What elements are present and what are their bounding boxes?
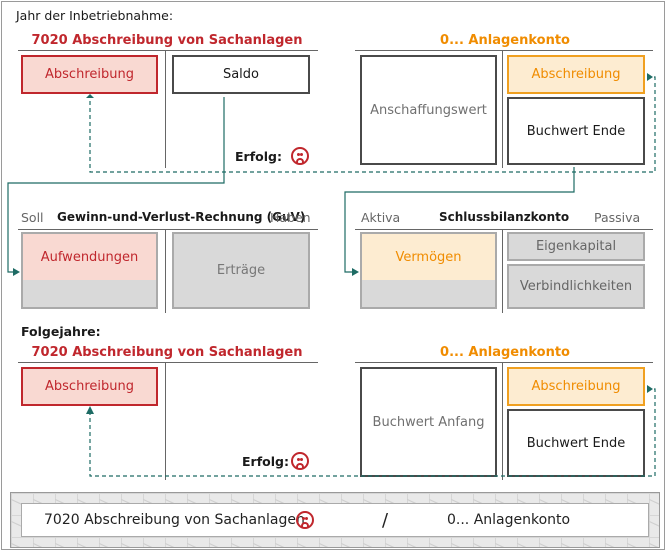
top-left-t-bar bbox=[18, 50, 318, 51]
lower-dashed-connector bbox=[89, 388, 656, 477]
bookvalue-to-sbk-connector bbox=[344, 167, 575, 273]
guv-title: Gewinn-und-Verlust-Rechnung (GuV) bbox=[57, 210, 306, 224]
guv-haben-label: Haben bbox=[270, 210, 311, 225]
lower-dashed-arrowhead-right bbox=[647, 385, 653, 393]
lower-asset-account-title: 0... Anlagenkonto bbox=[440, 345, 570, 360]
sad-face-icon bbox=[296, 511, 314, 529]
booking-credit-account: 0... Anlagenkonto bbox=[447, 512, 571, 528]
booking-debit-account: 7020 Abschreibung von Sachanlagen bbox=[44, 512, 305, 528]
top-asset-depreciation-box: Abschreibung bbox=[507, 55, 645, 94]
guv-t-bar bbox=[18, 229, 318, 230]
sbk-assets-box: Vermögen bbox=[360, 232, 497, 280]
lower-result-label: Erfolg: bbox=[242, 454, 289, 469]
lower-asset-debit-box: Buchwert Anfang bbox=[360, 367, 497, 477]
booking-separator: / bbox=[382, 510, 389, 531]
top-dashed-arrowhead-right bbox=[647, 73, 653, 81]
sbk-t-bar bbox=[355, 229, 653, 230]
guv-t-stem bbox=[165, 229, 166, 313]
top-expense-debit-box: Abschreibung bbox=[21, 55, 158, 94]
top-asset-account-title: 0... Anlagenkonto bbox=[440, 33, 570, 48]
guv-expenses-box: Aufwendungen bbox=[21, 232, 158, 280]
lower-dashed-arrowhead-left bbox=[86, 406, 94, 414]
lower-left-t-stem bbox=[165, 362, 166, 480]
top-expense-saldo-box: Saldo bbox=[172, 55, 310, 94]
top-right-t-bar bbox=[355, 50, 653, 51]
top-right-t-stem bbox=[502, 50, 503, 168]
booking-record-inner: 7020 Abschreibung von Sachanlagen / 0...… bbox=[21, 503, 649, 537]
top-left-t-stem bbox=[165, 50, 166, 168]
top-asset-debit-box: Anschaffungswert bbox=[360, 55, 497, 165]
sbk-aktiva-label: Aktiva bbox=[361, 210, 401, 225]
sbk-liabilities-box: Verbindlichkeiten bbox=[507, 264, 645, 309]
saldo-to-guv-arrowhead bbox=[13, 268, 20, 276]
top-result-label: Erfolg: bbox=[235, 149, 282, 164]
sad-face-icon bbox=[291, 452, 309, 470]
guv-soll-label: Soll bbox=[21, 210, 44, 225]
sbk-passiva-label: Passiva bbox=[594, 210, 641, 225]
lower-asset-book-value-end-box: Buchwert Ende bbox=[507, 409, 645, 477]
lower-asset-depreciation-box: Abschreibung bbox=[507, 367, 645, 406]
top-expense-account-title: 7020 Abschreibung von Sachanlagen bbox=[31, 33, 303, 48]
lower-left-t-bar bbox=[18, 362, 318, 363]
lower-expense-debit-box: Abschreibung bbox=[21, 367, 158, 406]
sbk-t-stem bbox=[502, 229, 503, 313]
top-dashed-connector bbox=[89, 76, 656, 173]
guv-income-box: Erträge bbox=[172, 232, 310, 309]
first-year-heading: Jahr der Inbetriebnahme: bbox=[16, 8, 174, 23]
top-dashed-arrowhead-left bbox=[86, 94, 94, 98]
lower-expense-account-title: 7020 Abschreibung von Sachanlagen bbox=[31, 345, 303, 360]
sad-face-icon bbox=[291, 147, 309, 165]
following-years-heading: Folgejahre: bbox=[21, 324, 101, 339]
lower-right-t-bar bbox=[355, 362, 653, 363]
saldo-to-guv-connector bbox=[7, 97, 225, 273]
sbk-title: Schlussbilanzkonto bbox=[439, 210, 570, 224]
lower-right-t-stem bbox=[502, 362, 503, 480]
booking-record-bar: 7020 Abschreibung von Sachanlagen / 0...… bbox=[10, 492, 660, 548]
bookvalue-to-sbk-arrowhead bbox=[352, 268, 359, 276]
top-asset-book-value-end-box: Buchwert Ende bbox=[507, 97, 645, 165]
sbk-equity-box: Eigenkapital bbox=[507, 232, 645, 261]
